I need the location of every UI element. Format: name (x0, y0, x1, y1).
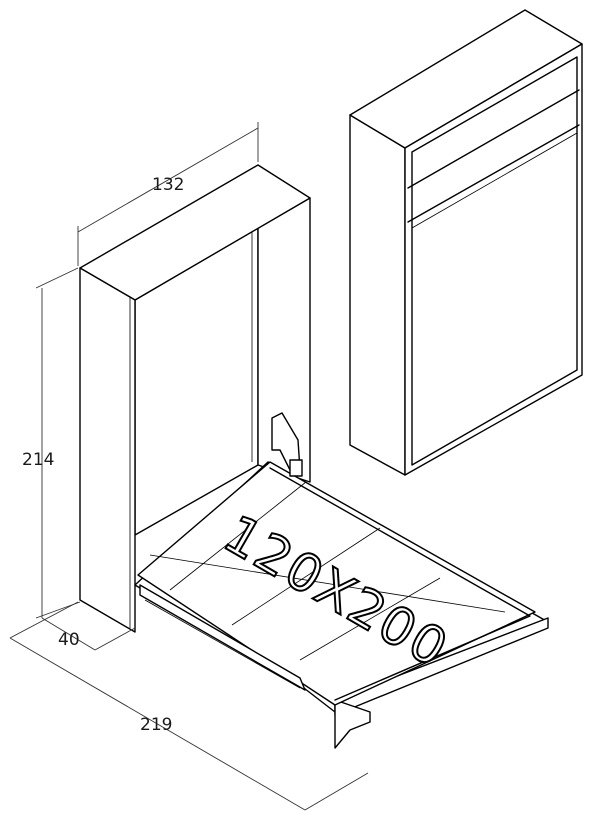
dimension-height: 214 (22, 267, 81, 619)
closed-front-panel (411, 56, 578, 466)
mattress-seam-cross-1 (149, 554, 506, 613)
dimension-width: 132 (77, 122, 259, 266)
mattress-edge (269, 467, 531, 701)
mattress-seam-long-3 (299, 577, 441, 661)
bed-leg (334, 699, 371, 749)
closed-cabinet-side (349, 114, 406, 476)
depth-closed-label: 40 (58, 630, 80, 650)
bed-side-rail (139, 584, 306, 691)
closed-header-line-2 (407, 124, 580, 223)
mattress-seam-long-1 (169, 481, 307, 591)
closed-cabinet-front (404, 43, 583, 476)
dimension-depth-open: 219 (9, 601, 369, 811)
depth-open-label: 219 (140, 715, 172, 735)
dimension-depth-closed: 40 (41, 617, 136, 651)
bed-rail-detail (144, 599, 301, 689)
open-bed-cabinet (79, 164, 549, 749)
hinge-plate (289, 459, 303, 477)
height-label: 214 (22, 450, 54, 470)
closed-bed-cabinet (349, 9, 583, 476)
closed-header-line-1 (407, 89, 580, 189)
mattress-seam-long-2 (231, 527, 381, 626)
cabinet-left-side (79, 267, 136, 633)
width-label: 132 (152, 175, 184, 195)
closed-header-line-3 (411, 132, 578, 229)
